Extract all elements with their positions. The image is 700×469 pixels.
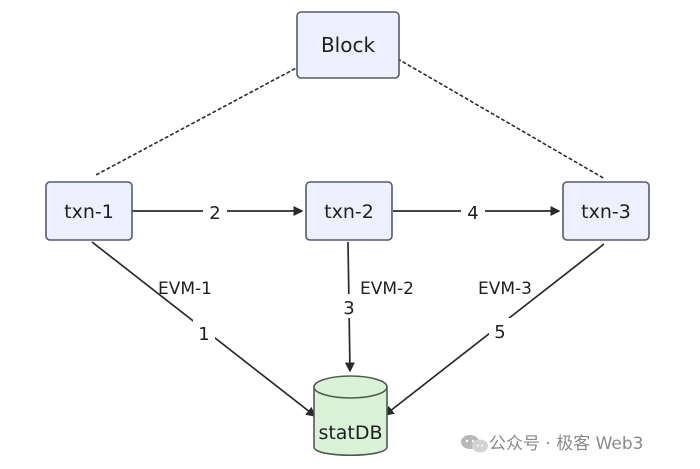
- txn1-to-statdb-label: 1: [198, 324, 209, 345]
- watermark: 公众号 · 极客 Web3: [461, 434, 644, 454]
- statdb-cylinder-body: [313, 387, 388, 457]
- block-node-box: [296, 11, 400, 79]
- txn2-to-statdb-label: 3: [343, 298, 354, 319]
- edge-label-4-background: [461, 199, 485, 223]
- block-to-txn1-dotted-link: [93, 65, 301, 177]
- txn1-node-box: [45, 181, 133, 241]
- wechat-icon: [461, 435, 488, 453]
- txn3-node-label: txn-3: [581, 201, 631, 223]
- statdb-node: statDB: [313, 375, 388, 457]
- txn1-to-txn2-label: 2: [209, 203, 220, 224]
- txn1-node: txn-1: [45, 181, 133, 241]
- statdb-node-label: statDB: [318, 422, 382, 444]
- block-to-txn3-dotted-link: [397, 58, 606, 180]
- txn3-to-statdb-label: 5: [494, 322, 505, 343]
- edge-label-5-background: [489, 318, 511, 342]
- txn3-node-box: [562, 181, 650, 241]
- txn3-node: txn-3: [562, 181, 650, 241]
- txn2-node-box: [305, 181, 393, 241]
- edge-label-1-background: [193, 320, 215, 344]
- evm2-label: EVM-2: [360, 279, 414, 299]
- watermark-text: 公众号 · 极客 Web3: [489, 434, 644, 454]
- txn2-to-txn3-label: 4: [467, 203, 478, 224]
- txn2-node-label: txn-2: [324, 201, 374, 223]
- txn2-node: txn-2: [305, 181, 393, 241]
- block-node-label: Block: [321, 33, 376, 57]
- statdb-cylinder-top: [313, 375, 388, 399]
- evm1-label: EVM-1: [158, 279, 212, 299]
- edge-label-3-background: [338, 294, 360, 318]
- txn1-node-label: txn-1: [64, 201, 114, 223]
- evm3-label: EVM-3: [478, 279, 532, 299]
- block-node: Block: [296, 11, 400, 79]
- edge-label-2-background: [203, 199, 227, 223]
